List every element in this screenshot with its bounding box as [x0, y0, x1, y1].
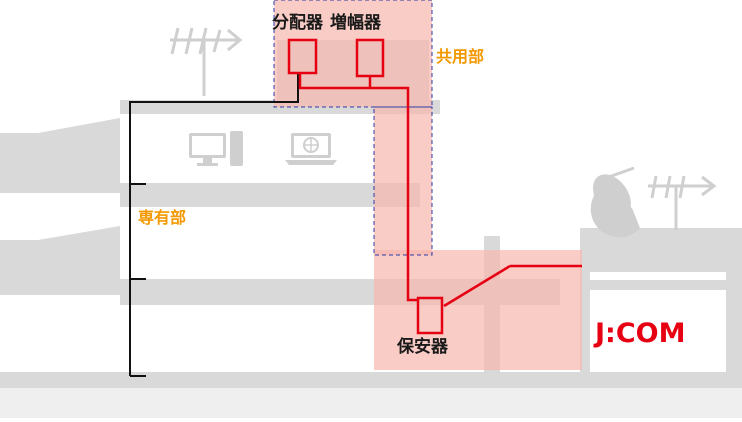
- balcony-wall: [38, 118, 120, 193]
- satellite-dish-icon: [590, 166, 640, 238]
- shaft-boundary: [373, 106, 433, 256]
- desktop-computer-icon: [189, 131, 243, 166]
- common-area-label: 共用部: [436, 47, 485, 66]
- floor-slab: [120, 183, 420, 207]
- protector-label: 保安器: [397, 337, 448, 357]
- amplifier-device: [355, 38, 385, 78]
- headend-roof: [580, 228, 742, 272]
- amplifier-label: 増幅器: [330, 13, 381, 33]
- tv-antenna-icon: [170, 27, 243, 96]
- left-wall-section: [0, 133, 40, 193]
- common-area-zone-shaft: [374, 107, 432, 255]
- headend-building: [580, 228, 742, 380]
- apartment-building: [0, 40, 742, 418]
- ground-line: [0, 372, 742, 388]
- balcony-wall: [38, 226, 120, 295]
- ground-shade: [0, 388, 742, 418]
- splitter-label: 分配器: [272, 13, 323, 33]
- headend-wall: [580, 270, 590, 380]
- headend-wall: [726, 270, 742, 380]
- common-area-boundary: [273, 0, 433, 108]
- tv-antenna-icon: [648, 175, 717, 230]
- headend-slab: [590, 280, 726, 290]
- splitter-device: [287, 38, 318, 75]
- private-area-label: 専有部: [138, 208, 187, 227]
- in-building-drop-line: [129, 72, 299, 377]
- jcom-logo: J:COM: [595, 318, 686, 349]
- feeder-cable: [298, 72, 582, 308]
- laptop-icon: [285, 133, 337, 165]
- left-wall-section: [0, 240, 40, 295]
- protector-device: [416, 296, 444, 335]
